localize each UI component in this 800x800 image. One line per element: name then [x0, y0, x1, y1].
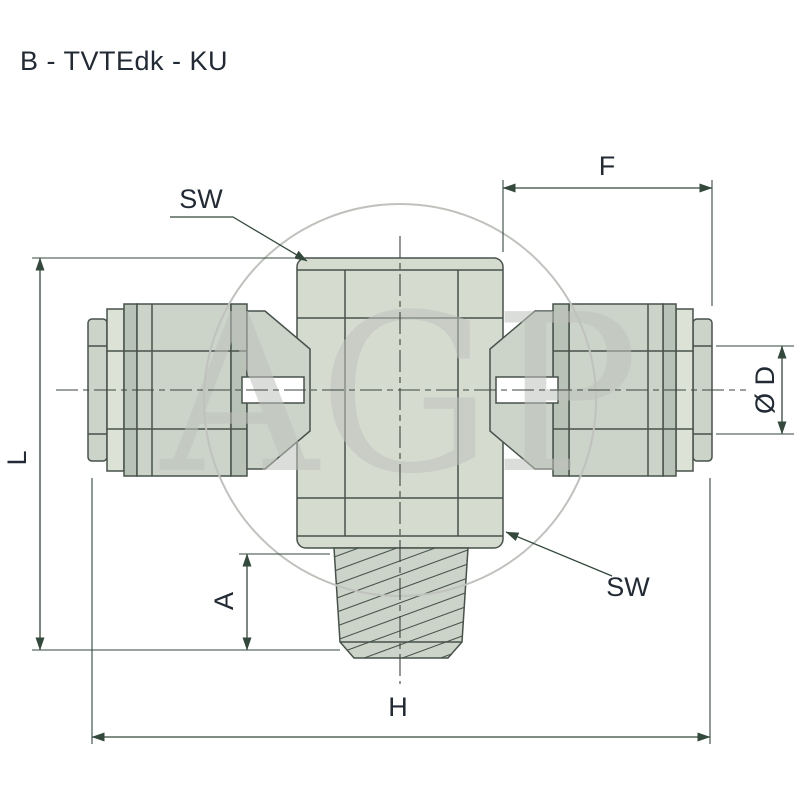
dimension-d: Ø D	[716, 345, 794, 435]
dimension-l: L	[2, 257, 340, 651]
threaded-stud	[333, 547, 469, 659]
watermark-text: AGP	[159, 269, 639, 522]
dimension-sw-top: SW	[170, 184, 308, 262]
centerlines	[56, 236, 746, 684]
dimension-h-label: H	[388, 692, 408, 722]
dimension-sw-top-label: SW	[179, 184, 223, 214]
dimension-sw-bottom-label: SW	[606, 572, 650, 602]
dimension-f: F	[502, 151, 713, 306]
dimension-f-label: F	[599, 151, 616, 181]
dimension-sw-bottom: SW	[505, 531, 650, 602]
thread-hatching	[334, 548, 468, 658]
dimension-d-label: Ø D	[750, 366, 780, 414]
watermark: AGP	[159, 203, 639, 597]
dimension-h: H	[91, 478, 711, 744]
dimension-a: A	[209, 553, 330, 651]
dimension-l-label: L	[2, 450, 32, 465]
page-title: B - TVTEdk - KU	[20, 46, 228, 76]
dimension-a-label: A	[209, 592, 239, 610]
